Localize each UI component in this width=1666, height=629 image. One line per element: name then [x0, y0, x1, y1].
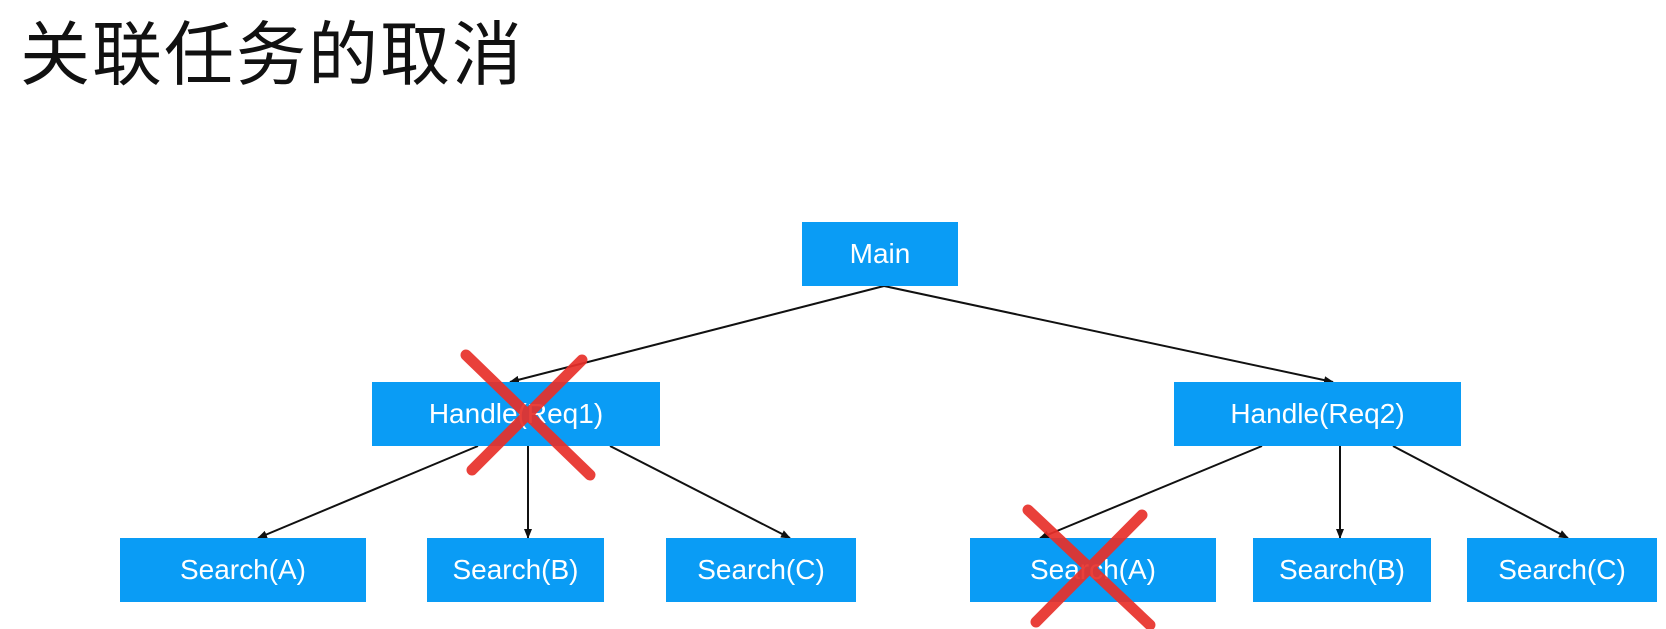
edge-main-to-handle-req2	[883, 285, 1334, 385]
edge-handle-req2-to-search-c	[1392, 445, 1569, 539]
edge-handle-req2-to-search-a	[1039, 445, 1263, 539]
cancel-x-icon-handle-req1	[460, 349, 596, 481]
node-req2-search-c: Search(C)	[1467, 538, 1657, 602]
node-req1-search-a: Search(A)	[120, 538, 366, 602]
edge-handle-req1-to-search-c	[609, 445, 791, 539]
slide-title: 关联任务的取消	[20, 14, 524, 96]
node-req1-search-c: Search(C)	[666, 538, 856, 602]
edge-handle-req1-to-search-a	[257, 445, 479, 539]
node-main: Main	[802, 222, 958, 286]
node-req2-search-b: Search(B)	[1253, 538, 1431, 602]
cancel-x-icon-req2-search-a	[1022, 504, 1156, 629]
node-handle-req2: Handle(Req2)	[1174, 382, 1461, 446]
node-req1-search-b: Search(B)	[427, 538, 604, 602]
